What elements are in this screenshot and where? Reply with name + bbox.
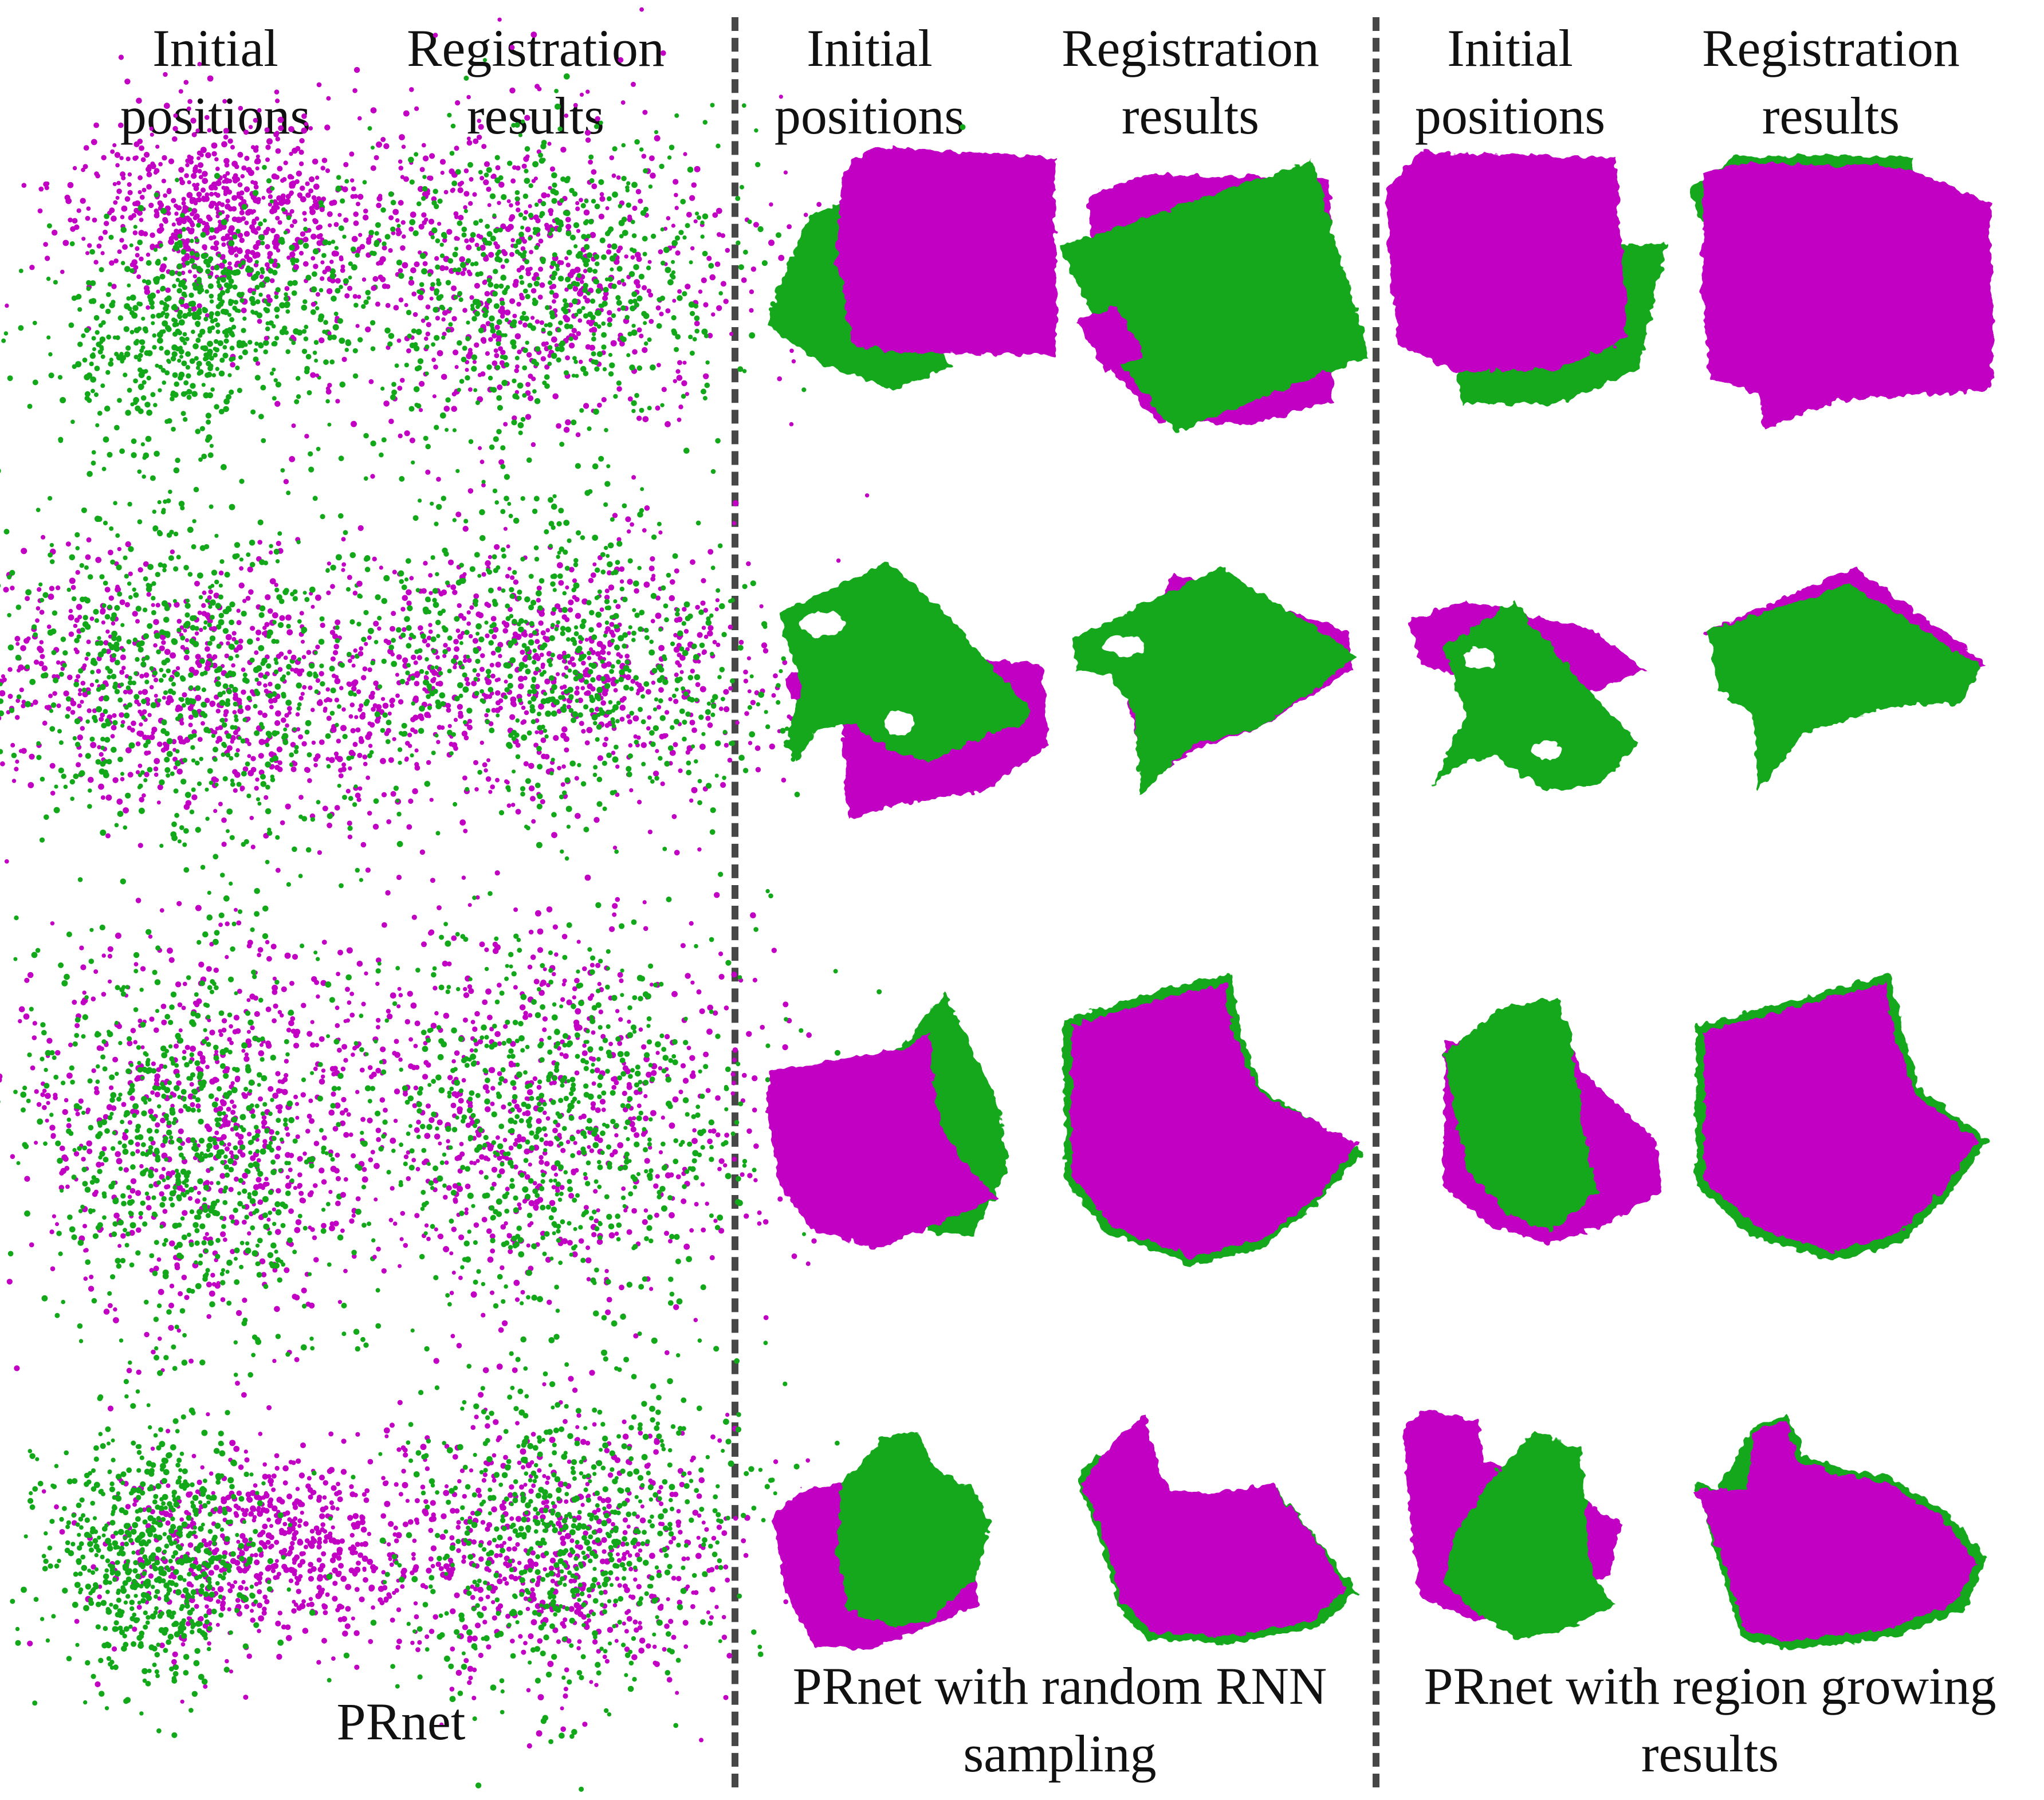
cloud-r1-rnn-initial bbox=[768, 146, 1057, 390]
header-line-1: Registration bbox=[1062, 19, 1319, 77]
header-line-2: positions bbox=[1414, 87, 1606, 145]
cloud-r1-rg-registration bbox=[1690, 155, 1994, 430]
points-r3-prnet-registration-target bbox=[214, 878, 922, 1411]
group-caption-prnet: PRnet bbox=[269, 1688, 533, 1755]
header-line-2: results bbox=[1762, 87, 1900, 145]
cloud-r4-rg-initial bbox=[1404, 1409, 1621, 1638]
group-divider-right bbox=[1373, 17, 1379, 1787]
header-line-2: results bbox=[1121, 87, 1260, 145]
points-r1-prnet-initial-target bbox=[0, 164, 416, 537]
sparse-point-clouds bbox=[0, 7, 966, 1792]
cloud-r2-rg-initial bbox=[1409, 602, 1644, 791]
points-r1-prnet-initial-source bbox=[5, 54, 477, 360]
header-line-1: Registration bbox=[1702, 19, 1960, 77]
header-line-2: positions bbox=[774, 87, 965, 145]
points-r4-prnet-registration-target bbox=[288, 1334, 907, 1792]
column-header-rnn-registration: Registration results bbox=[1047, 14, 1334, 150]
cloud-r1-rg-initial bbox=[1386, 152, 1667, 404]
header-line-1: Initial bbox=[807, 19, 933, 77]
points-r2-prnet-initial-target bbox=[0, 422, 568, 998]
column-header-rnn-initial: Initial positions bbox=[755, 14, 984, 150]
points-r1-prnet-registration-target bbox=[247, 58, 966, 588]
column-header-rg-initial: Initial positions bbox=[1396, 14, 1625, 150]
cloud-r2-rnn-initial bbox=[779, 561, 1048, 819]
caption-line-1: PRnet with region growing bbox=[1424, 1657, 1996, 1715]
cloud-r3-rnn-registration bbox=[1063, 974, 1363, 1266]
caption-line-1: PRnet with random RNN bbox=[792, 1657, 1327, 1715]
points-r4-prnet-initial-target bbox=[10, 1370, 317, 1738]
caption-line-2: sampling bbox=[963, 1724, 1157, 1783]
cloud-r3-rnn-initial bbox=[768, 991, 1008, 1249]
cloud-r4-rnn-initial bbox=[773, 1432, 991, 1650]
caption-line-1: PRnet bbox=[336, 1692, 466, 1751]
points-r3-prnet-registration-source bbox=[245, 780, 858, 1393]
header-line-1: Initial bbox=[1447, 19, 1573, 77]
points-r2-prnet-registration-target bbox=[259, 299, 871, 899]
column-header-rg-registration: Registration results bbox=[1688, 14, 1974, 150]
dense-point-clouds bbox=[768, 146, 1994, 1650]
cloud-r3-rg-initial bbox=[1444, 997, 1661, 1243]
cloud-r4-rnn-registration bbox=[1077, 1415, 1358, 1644]
cloud-r3-rg-registration bbox=[1696, 974, 1988, 1260]
group-divider-left bbox=[732, 17, 738, 1787]
points-r3-prnet-initial-target bbox=[0, 859, 462, 1505]
cloud-r1-rnn-registration bbox=[1060, 160, 1369, 433]
header-line-1: Registration bbox=[407, 19, 665, 77]
group-caption-rnn-sampling: PRnet with random RNN sampling bbox=[745, 1652, 1375, 1787]
header-line-1: Initial bbox=[152, 19, 278, 77]
cloud-r2-rg-registration bbox=[1701, 567, 1988, 791]
cloud-r4-rg-registration bbox=[1696, 1415, 1988, 1650]
cloud-r2-rnn-registration bbox=[1071, 567, 1358, 796]
caption-line-2: results bbox=[1641, 1724, 1779, 1783]
group-caption-region-growing: PRnet with region growing results bbox=[1381, 1652, 2039, 1787]
